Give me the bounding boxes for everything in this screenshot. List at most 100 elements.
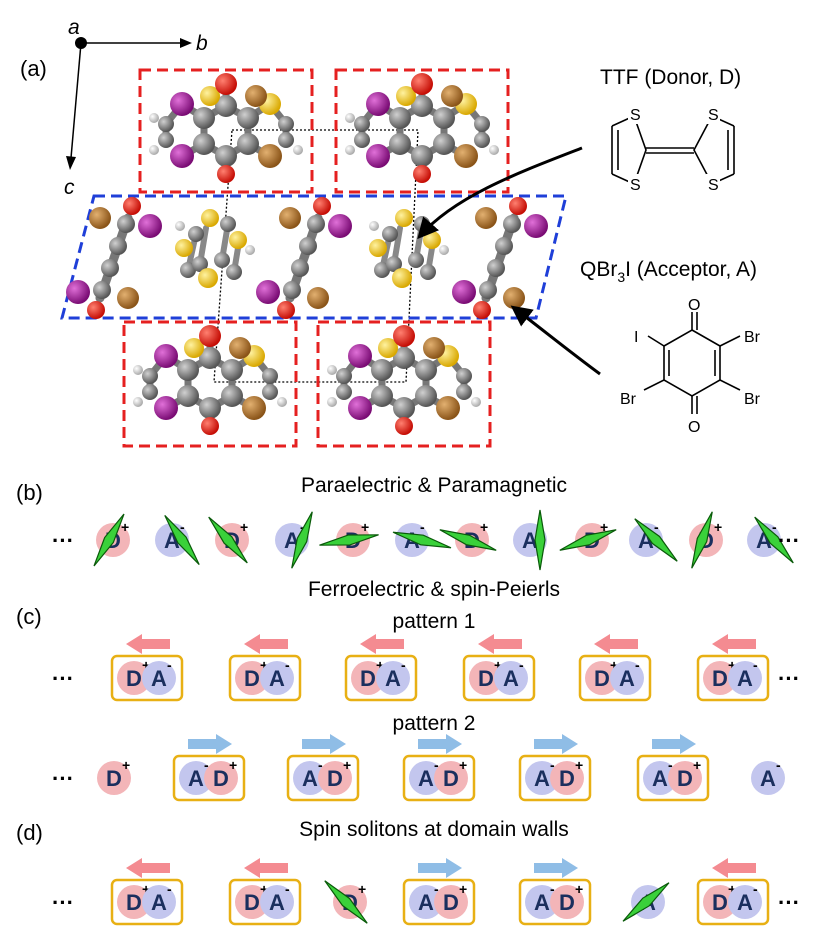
ellipsis: ··· xyxy=(52,528,74,553)
ellipsis: ··· xyxy=(778,890,800,915)
spin-arrow xyxy=(691,511,713,569)
ttf-s1: S xyxy=(630,107,641,124)
plus-sign: + xyxy=(575,757,583,773)
polarization-arrow-left xyxy=(594,634,638,654)
dimer-box xyxy=(228,878,302,926)
donor-symbol: D xyxy=(327,766,343,791)
row-b: ···D+A-D+A-D+A-D+A-D+A-D+A-··· xyxy=(52,509,800,571)
molecular-stack-4 xyxy=(327,325,481,435)
dimer-box xyxy=(110,878,184,926)
minus-sign: - xyxy=(285,657,290,673)
donor-ion-circle xyxy=(117,885,151,919)
acceptor-symbol: A xyxy=(418,766,434,791)
acceptor-ion-circle xyxy=(409,885,443,919)
spin-arrow-shape xyxy=(534,509,546,571)
dimer-box xyxy=(402,754,476,802)
donor-symbol: D xyxy=(677,766,693,791)
axis-system: a b c xyxy=(64,16,208,199)
ttf-s3: S xyxy=(708,107,719,124)
acceptor-symbol: A xyxy=(619,666,635,691)
minus-sign: - xyxy=(204,757,209,773)
donor-symbol: D xyxy=(244,890,260,915)
row-d: ···D+A-D+A-D+A-D+A-D+A-D+A-··· xyxy=(52,858,800,926)
molecular-stack-3 xyxy=(133,325,287,435)
spin-arrow-shape xyxy=(691,511,713,569)
spin-arrow xyxy=(164,515,200,565)
dimer-box xyxy=(344,654,418,702)
red-box-top-right xyxy=(334,68,510,194)
acceptor-symbol: A xyxy=(188,766,204,791)
acceptor-ion-circle xyxy=(525,885,559,919)
acceptor-ion-circle xyxy=(260,661,294,695)
qbr3i-structure xyxy=(643,312,741,414)
ellipsis: ··· xyxy=(52,766,74,791)
acceptor-symbol: A xyxy=(522,528,538,553)
plus-sign: + xyxy=(361,519,369,535)
panel-c-title: Ferroelectric & spin-Peierls xyxy=(308,578,560,601)
plus-sign: + xyxy=(714,519,722,535)
ellipsis: ··· xyxy=(52,666,74,691)
acceptor-symbol: A xyxy=(151,890,167,915)
spin-arrow xyxy=(208,516,248,564)
donor-symbol: D xyxy=(712,890,728,915)
minus-sign: - xyxy=(668,757,673,773)
minus-sign: - xyxy=(550,881,555,897)
donor-ion-circle xyxy=(469,661,503,695)
spin-arrow xyxy=(754,516,794,564)
spin-arrow-shape xyxy=(622,882,670,922)
acceptor-symbol: A xyxy=(503,666,519,691)
qbr3i-br3: Br xyxy=(744,391,761,408)
polarization-arrow-right xyxy=(418,734,462,754)
plus-sign: + xyxy=(240,519,248,535)
plus-sign: + xyxy=(459,757,467,773)
acceptor-ion-circle xyxy=(179,761,213,795)
donor-symbol: D xyxy=(443,766,459,791)
donor-ion-circle xyxy=(550,885,584,919)
plus-sign: + xyxy=(343,757,351,773)
panel-a-label: (a) xyxy=(20,56,47,81)
spin-arrow xyxy=(534,509,546,571)
panel-d-label: (d) xyxy=(16,820,43,845)
spin-arrow-shape xyxy=(291,511,313,569)
polarization-arrow-left xyxy=(360,634,404,654)
polarization-arrow-right xyxy=(302,734,346,754)
row-c-pattern-1: ···D+A-D+A-D+A-D+A-D+A-D+A-··· xyxy=(52,634,800,702)
dimer-box xyxy=(402,878,476,926)
acceptor-symbol: A xyxy=(385,666,401,691)
red-box-bottom-right xyxy=(316,320,492,448)
acceptor-molecule-1 xyxy=(66,197,162,319)
donor-symbol: D xyxy=(443,890,459,915)
donor-symbol: D xyxy=(559,766,575,791)
plus-sign: + xyxy=(142,657,150,673)
donor-ion-circle xyxy=(235,885,269,919)
polarization-arrow-right xyxy=(534,858,578,878)
axis-c-label: c xyxy=(64,176,75,199)
ttf-structure xyxy=(611,114,735,186)
acceptor-ion-circle xyxy=(629,523,663,557)
donor-ion-circle xyxy=(550,761,584,795)
donor-ion-circle xyxy=(703,885,737,919)
minus-sign: - xyxy=(772,519,777,535)
polarization-arrow-left xyxy=(126,858,170,878)
acceptor-symbol: A xyxy=(418,890,434,915)
minus-sign: - xyxy=(776,757,781,773)
donor-ion-circle xyxy=(668,761,702,795)
minus-sign: - xyxy=(420,519,425,535)
minus-sign: - xyxy=(167,657,172,673)
donor-ion-circle xyxy=(97,761,131,795)
red-box-top-left xyxy=(138,68,314,194)
acceptor-ion-circle xyxy=(610,661,644,695)
acceptor-ion-circle xyxy=(728,885,762,919)
minus-sign: - xyxy=(434,881,439,897)
plus-sign: + xyxy=(728,881,736,897)
polarization-arrow-left xyxy=(244,858,288,878)
dimer-box xyxy=(578,654,652,702)
acceptor-ion-circle xyxy=(260,885,294,919)
donor-symbol: D xyxy=(106,766,122,791)
spin-arrow xyxy=(439,529,497,551)
qbr3i-br1: Br xyxy=(744,329,761,346)
minus-sign: - xyxy=(434,757,439,773)
minus-sign: - xyxy=(635,657,640,673)
donor-symbol: D xyxy=(126,666,142,691)
